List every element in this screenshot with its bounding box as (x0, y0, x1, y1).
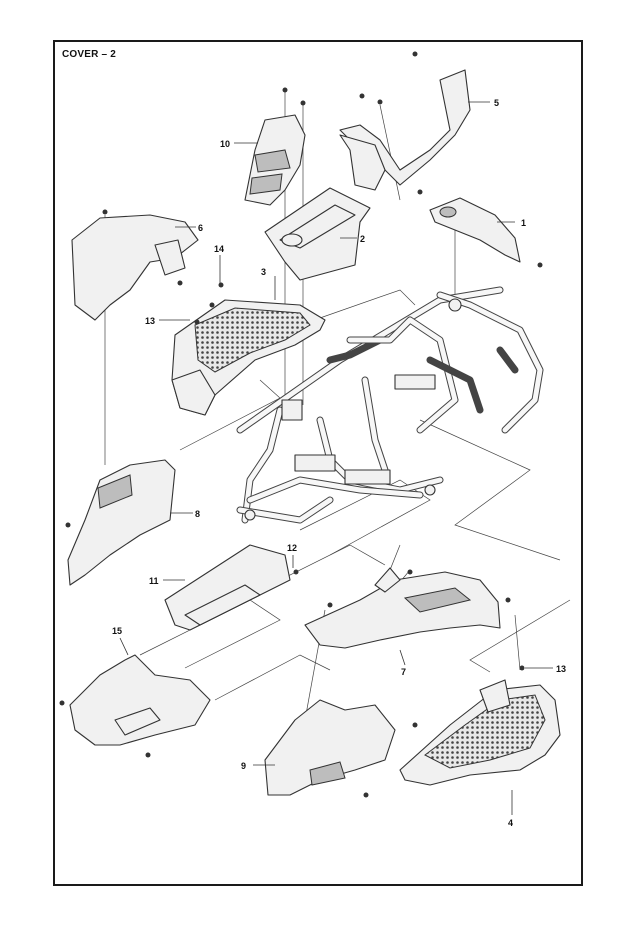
callout-4: 4 (508, 818, 513, 828)
callout-numbers: 1 2 3 4 5 6 7 8 9 10 11 12 13 13 14 15 (112, 98, 566, 828)
part-3-left-footrest (171, 282, 326, 416)
part-6-side-cover (71, 209, 199, 321)
part-9-lower-side-panel (264, 699, 396, 798)
callout-9: 9 (241, 761, 246, 771)
leader-lines (119, 101, 553, 815)
diagram-title: COVER – 2 (62, 49, 117, 60)
diagram-border (53, 40, 583, 886)
part-8-lower-side-panel (65, 459, 176, 586)
callout-12: 12 (287, 543, 297, 553)
callout-1: 1 (521, 218, 526, 228)
part-1-front-cover (417, 189, 543, 268)
assembly-guide-lines (104, 92, 571, 721)
part-4-right-footrest (399, 665, 561, 786)
part-7-front-fender (304, 567, 511, 649)
part-5-rear-cover (339, 51, 471, 191)
callout-10: 10 (220, 139, 230, 149)
callout-14: 14 (214, 244, 224, 254)
chassis-frame (236, 286, 544, 524)
callout-6: 6 (198, 223, 203, 233)
callout-5: 5 (494, 98, 499, 108)
part-2-storage-box (264, 187, 371, 281)
callout-7: 7 (401, 667, 406, 677)
callout-15: 15 (112, 626, 122, 636)
callout-11: 11 (149, 576, 159, 586)
callout-2: 2 (360, 234, 365, 244)
callout-13-right: 13 (556, 664, 566, 674)
part-15-lower-guard (59, 654, 211, 758)
part-11-center-tray (164, 544, 299, 631)
callout-3: 3 (261, 267, 266, 277)
part-10-upper-cover (244, 87, 306, 206)
callout-8: 8 (195, 509, 200, 519)
callout-13-left: 13 (145, 316, 155, 326)
